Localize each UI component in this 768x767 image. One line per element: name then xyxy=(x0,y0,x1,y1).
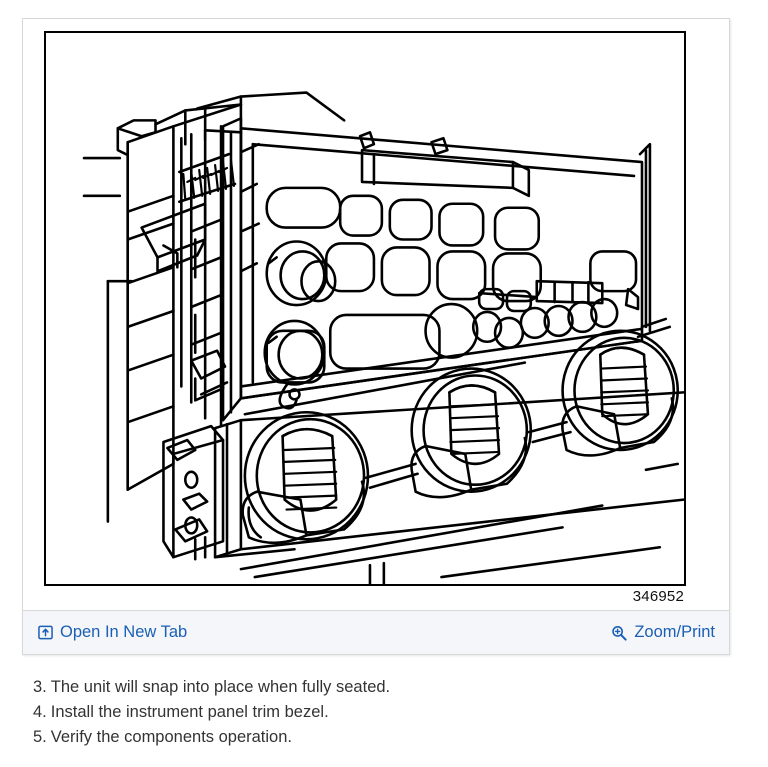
image-toolbar: Open In New Tab Zoom/Print xyxy=(23,610,729,654)
instruction-text: Verify the components operation. xyxy=(50,728,292,746)
diagram-frame xyxy=(44,31,686,586)
figure-image-area: 346952 xyxy=(23,19,729,611)
instruction-item: 4.Install the instrument panel trim beze… xyxy=(33,700,733,725)
open-in-new-tab-icon xyxy=(37,625,53,641)
instruction-text: Install the instrument panel trim bezel. xyxy=(50,703,329,721)
instrument-panel-line-drawing xyxy=(46,33,684,584)
instruction-number: 5. xyxy=(33,728,47,746)
instruction-list: 3.The unit will snap into place when ful… xyxy=(33,675,733,750)
instruction-item: 5.Verify the components operation. xyxy=(33,725,733,750)
zoom-print-label: Zoom/Print xyxy=(634,623,715,641)
magnifier-plus-icon xyxy=(611,625,627,641)
open-in-new-tab-label: Open In New Tab xyxy=(60,623,188,641)
zoom-print-button[interactable]: Zoom/Print xyxy=(611,623,715,642)
open-in-new-tab-button[interactable]: Open In New Tab xyxy=(37,623,187,642)
instruction-item: 3.The unit will snap into place when ful… xyxy=(33,675,733,700)
figure-number-label: 346952 xyxy=(632,588,684,605)
instruction-number: 4. xyxy=(33,703,47,721)
figure-panel: 346952 Open In New Tab Zoom/Print xyxy=(22,18,730,655)
instruction-text: The unit will snap into place when fully… xyxy=(50,678,391,696)
instruction-number: 3. xyxy=(33,678,47,696)
